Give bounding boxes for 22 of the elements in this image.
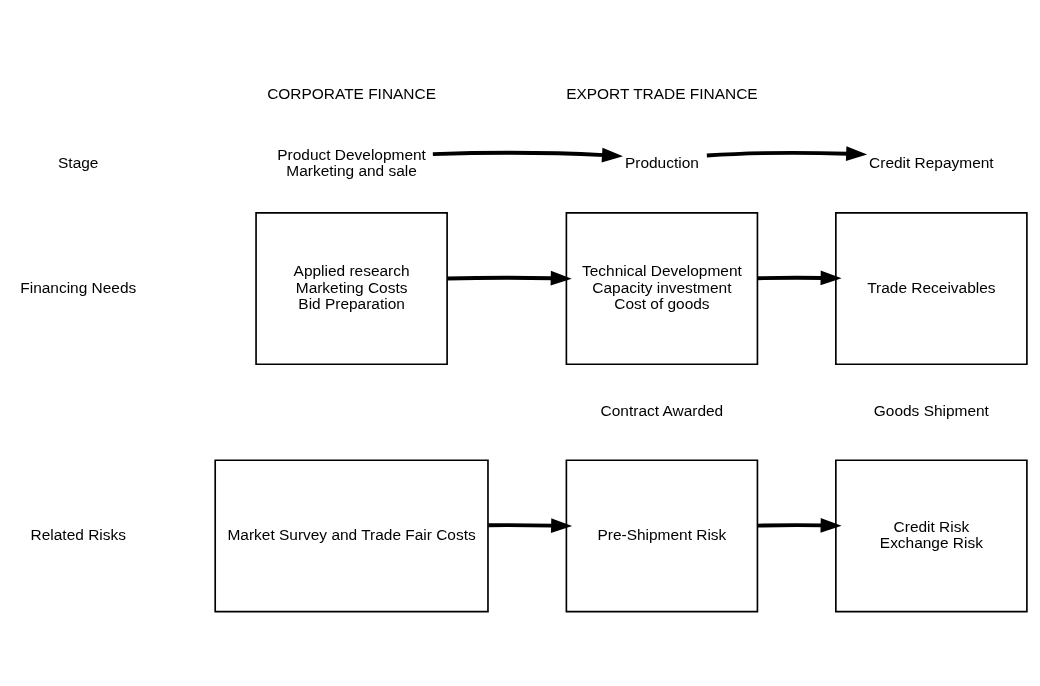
- label: CORPORATE FINANCE: [267, 84, 437, 102]
- node-box: Trade Receivables: [835, 211, 1028, 365]
- label: Stage: [58, 153, 99, 171]
- node-text: Product Development Marketing and sale: [277, 145, 426, 179]
- arrow: [432, 147, 623, 162]
- node-box: Applied research Marketing Costs Bid Preparation: [255, 211, 448, 365]
- node-text: Credit Repayment: [869, 153, 994, 171]
- arrow: [757, 517, 842, 533]
- label: Financing Needs: [20, 278, 137, 296]
- label: Goods Shipment: [873, 401, 989, 419]
- arrow: [447, 270, 572, 286]
- arrow: [488, 517, 573, 533]
- node-text: Production: [624, 153, 699, 171]
- arrow: [757, 270, 842, 285]
- node-box: Market Survey and Trade Fair Costs: [214, 458, 489, 612]
- label: Contract Awarded: [600, 401, 724, 419]
- arrow: [706, 145, 868, 161]
- label: EXPORT TRADE FINANCE: [566, 84, 758, 102]
- node-box: Pre-Shipment Risk: [565, 458, 759, 612]
- label: Related Risks: [30, 525, 126, 543]
- node-box: Credit Risk Exchange Risk: [835, 458, 1028, 612]
- node-box: Technical Development Capacity investment Cost of goods: [565, 211, 759, 365]
